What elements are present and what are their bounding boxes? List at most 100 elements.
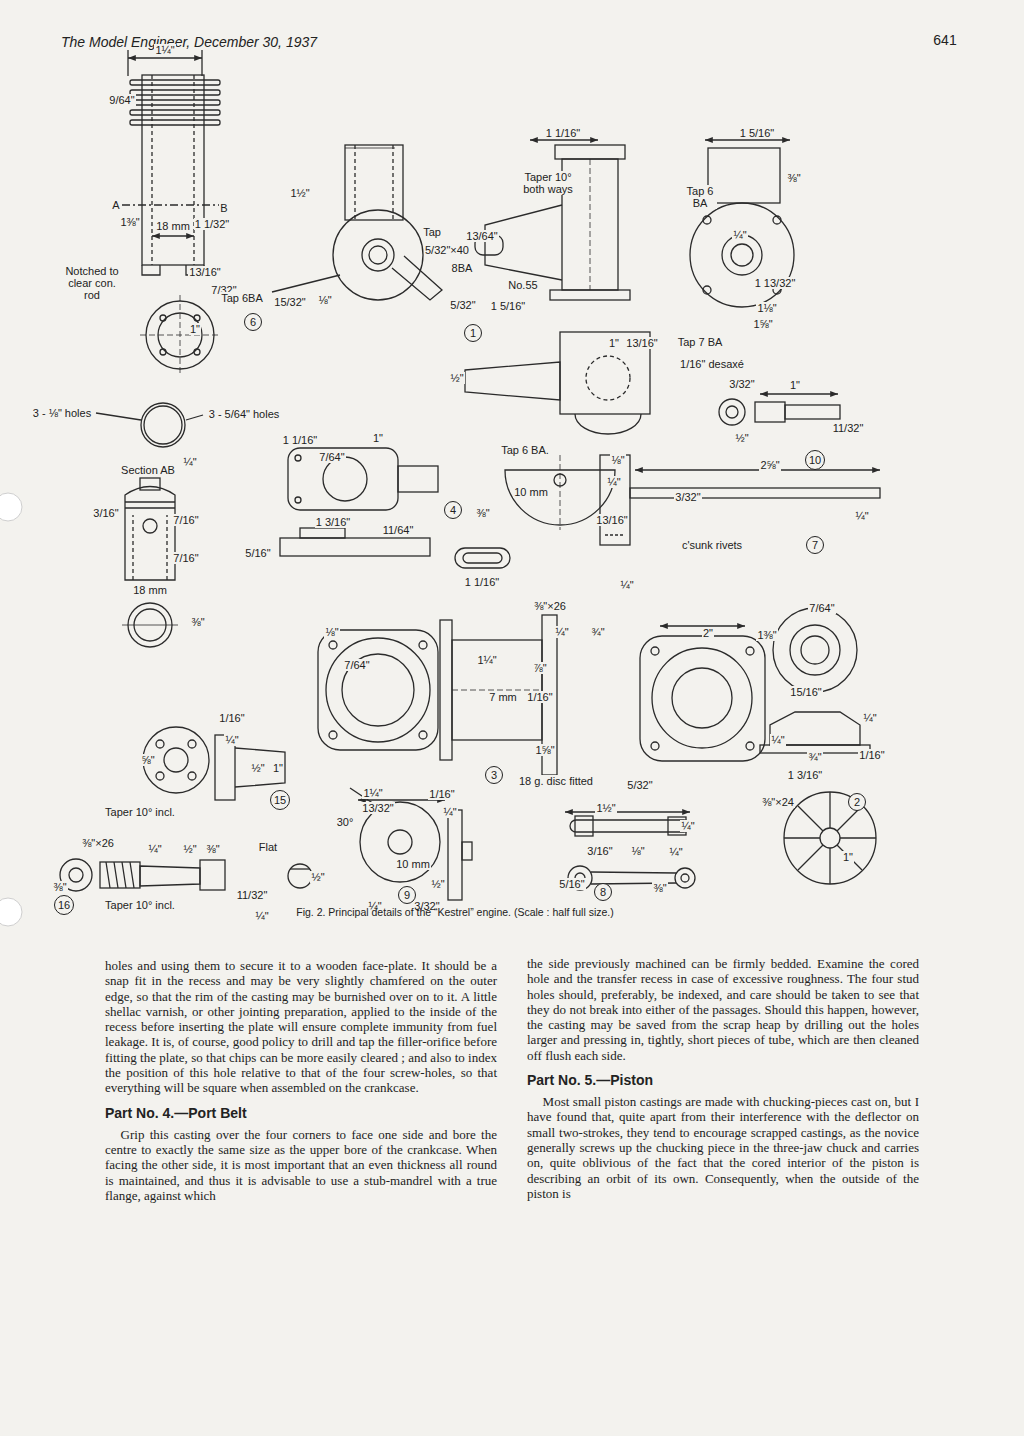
dimension-label: ¼" xyxy=(854,510,869,522)
needle-valve-drawing xyxy=(290,868,310,869)
callout-number: 10 xyxy=(805,450,825,470)
crankcase-drawing xyxy=(369,246,387,264)
dimension-label: 5/32" xyxy=(626,779,653,791)
dimension-label: ¾" xyxy=(590,626,605,638)
dimension-label: 8BA xyxy=(451,262,474,274)
rotary-valve-drawing xyxy=(560,455,561,530)
crankcase-drawing xyxy=(354,145,355,220)
dimension-label: Flat xyxy=(258,841,278,853)
crankcase-drawing xyxy=(272,140,794,434)
dimension-label: ⅜" xyxy=(786,172,801,184)
dimension-label: 1½" xyxy=(289,187,310,199)
carburettor-body-drawing xyxy=(156,740,164,748)
dimension-label: 1 1/16" xyxy=(545,127,582,139)
carburettor-body-drawing xyxy=(143,727,285,800)
cylinder-drawing xyxy=(141,403,185,447)
callout-number: 4 xyxy=(444,501,462,519)
dimension-label: 3 - 5/64" holes xyxy=(208,408,281,420)
piston-drawing xyxy=(122,625,178,626)
dimension-label: 5/16" xyxy=(558,878,585,890)
page-number: 641 xyxy=(932,32,957,48)
dimension-label: 3/32" xyxy=(674,491,701,503)
dimension-label: ⅝" xyxy=(140,754,155,766)
dimension-label: 7 mm xyxy=(488,691,518,703)
port-belt-drawing xyxy=(295,455,301,461)
carburettor-body-drawing xyxy=(156,772,164,780)
needle-valve-drawing xyxy=(106,862,134,888)
crankcase-drawing xyxy=(485,205,562,280)
dimension-label: A xyxy=(111,199,120,211)
backplate-drawing xyxy=(784,792,876,884)
callout-number: 6 xyxy=(244,313,262,331)
needle-valve-drawing xyxy=(60,859,312,891)
dimension-label: 18 mm xyxy=(132,584,168,596)
engine-drawing xyxy=(60,50,880,900)
dimension-label: 1½" xyxy=(595,802,616,814)
dimension-label: ⅜" xyxy=(205,843,220,855)
dimension-label: 1 1/16" xyxy=(464,576,501,588)
cylinder-drawing xyxy=(122,204,220,205)
backplate-drawing xyxy=(784,792,876,884)
port-belt-drawing xyxy=(455,548,510,568)
dimension-label: 7/64" xyxy=(318,451,345,463)
body-paragraph: holes and using them to secure it to a w… xyxy=(105,958,497,1096)
dimension-label: ¼" xyxy=(554,626,569,638)
dimension-label: 1¼" xyxy=(154,44,175,56)
dimension-label: ⅜" xyxy=(190,616,205,628)
crankcase-cover-drawing xyxy=(419,731,427,739)
crankcase-cover-drawing xyxy=(419,641,427,649)
dimension-label: 1" xyxy=(789,379,801,391)
callout-number: 16 xyxy=(54,895,74,915)
piston-drawing xyxy=(122,478,178,647)
connecting-rod-drawing xyxy=(675,868,695,888)
dimension-label: ¼" xyxy=(182,456,197,468)
dimension-label: ⅛" xyxy=(324,626,339,638)
dimension-label: Taper 10° incl. xyxy=(104,899,176,911)
throttle-drawing xyxy=(462,842,472,860)
cylinder-drawing xyxy=(142,75,204,265)
callout-text: 4 xyxy=(450,504,456,516)
dimension-label: B xyxy=(219,202,228,214)
dimension-label: ⅜"×24 xyxy=(761,796,795,808)
dimension-label: 1¼" xyxy=(476,654,497,666)
body-paragraph: Grip this casting over the four corners … xyxy=(105,1127,497,1203)
backplate-drawing xyxy=(770,712,860,745)
crankcase-drawing xyxy=(333,210,423,300)
dimension-label: ⅛" xyxy=(610,454,625,466)
dimension-label: ½" xyxy=(449,372,464,384)
dimension-label: ¼" xyxy=(442,806,457,818)
body-paragraph: the side previously machined can be firm… xyxy=(527,956,919,1063)
crankcase-cover-drawing xyxy=(672,668,732,728)
transfer-tube-drawing xyxy=(760,393,838,394)
crankcase-drawing xyxy=(392,256,442,300)
crankcase-drawing xyxy=(705,139,790,140)
cylinder-drawing xyxy=(194,349,200,355)
transfer-tube-drawing xyxy=(785,405,840,419)
dimension-label: 3/16" xyxy=(92,507,119,519)
dimension-label: 1¼" xyxy=(362,787,383,799)
crankcase-cover-drawing xyxy=(329,641,337,649)
carburettor-body-drawing xyxy=(188,772,196,780)
crankcase-drawing xyxy=(703,286,711,294)
backplate-drawing xyxy=(801,636,829,664)
callout-number: 9 xyxy=(398,886,416,904)
dimension-label: ¼" xyxy=(224,734,239,746)
crankcase-drawing xyxy=(465,362,560,400)
dimension-label: ¼" xyxy=(732,229,747,241)
dimension-label: 1⅜" xyxy=(756,629,777,641)
dimension-label: ¼" xyxy=(668,846,683,858)
dimension-label: Section AB xyxy=(120,464,176,476)
crankcase-drawing xyxy=(586,356,630,400)
backplate-drawing xyxy=(790,625,840,675)
dimension-label: ⅜" xyxy=(52,881,67,893)
piston-drawing xyxy=(133,515,167,580)
crankcase-cover-drawing xyxy=(318,630,438,750)
dimension-label: 1⅛" xyxy=(756,302,777,314)
piston-drawing xyxy=(140,478,160,490)
transfer-tube-drawing xyxy=(719,399,745,425)
dimension-label: c'sunk rivets xyxy=(681,539,743,551)
dimension-label: 1 5/16" xyxy=(490,300,527,312)
crankcase-drawing xyxy=(575,414,641,434)
dimension-label: Taper 10° both ways xyxy=(516,171,580,195)
dimension-label: ½" xyxy=(310,871,325,883)
